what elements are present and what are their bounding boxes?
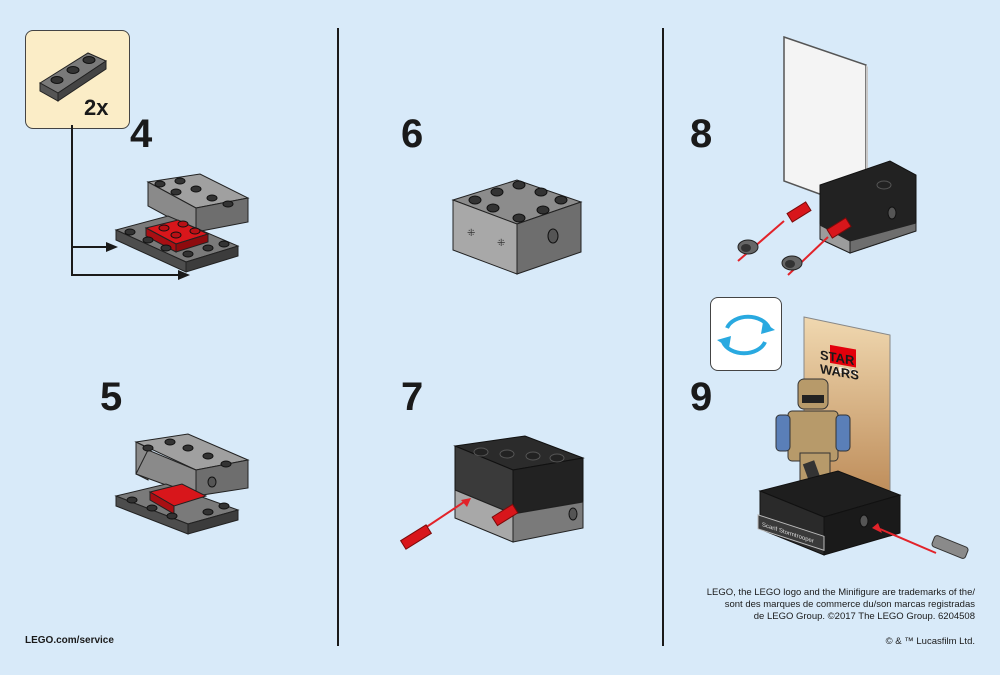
card-brand-label: LEGO [834, 365, 857, 378]
step-number-6: 6 [401, 112, 424, 156]
card-title-line1: STAR [820, 347, 855, 368]
step-6-model: ⁜ ⁜ [451, 179, 583, 275]
step-5-model [114, 433, 250, 535]
legal-notice: LEGO, the LEGO logo and the Minifigure a… [645, 587, 975, 623]
step-number-5: 5 [100, 375, 123, 419]
step-4-model [114, 173, 250, 273]
step-7-model [399, 435, 585, 550]
step-9-model: LEGO STAR WARS Scarif Stormtrooper [757, 316, 969, 559]
parts-callout [25, 30, 130, 129]
legal-line-3: de LEGO Group. ©2017 The LEGO Group. 620… [753, 611, 975, 622]
svg-text:⁜: ⁜ [467, 228, 475, 239]
legal-line-2: sont des marques de commerce du/son marc… [724, 599, 975, 610]
rotate-model-callout [710, 297, 782, 371]
parts-count: 2x [84, 95, 109, 120]
svg-text:⁜: ⁜ [497, 238, 505, 249]
card-title-line2: WARS [820, 361, 859, 383]
column-divider-left [337, 28, 339, 646]
column-divider-right [662, 28, 664, 646]
dark-gray-plate-icon [39, 52, 108, 102]
legal-line-1: LEGO, the LEGO logo and the Minifigure a… [706, 587, 975, 598]
step-8-model [737, 35, 917, 276]
copyright-notice: © & ™ Lucasfilm Ltd. [885, 636, 975, 647]
callout-arrows [71, 125, 190, 280]
step-number-7: 7 [401, 375, 424, 419]
rotate-arrows-icon [717, 314, 775, 356]
step-number-8: 8 [690, 112, 713, 156]
step-number-4: 4 [130, 112, 153, 156]
step-number-9: 9 [690, 375, 713, 419]
service-link[interactable]: LEGO.com/service [25, 635, 114, 646]
